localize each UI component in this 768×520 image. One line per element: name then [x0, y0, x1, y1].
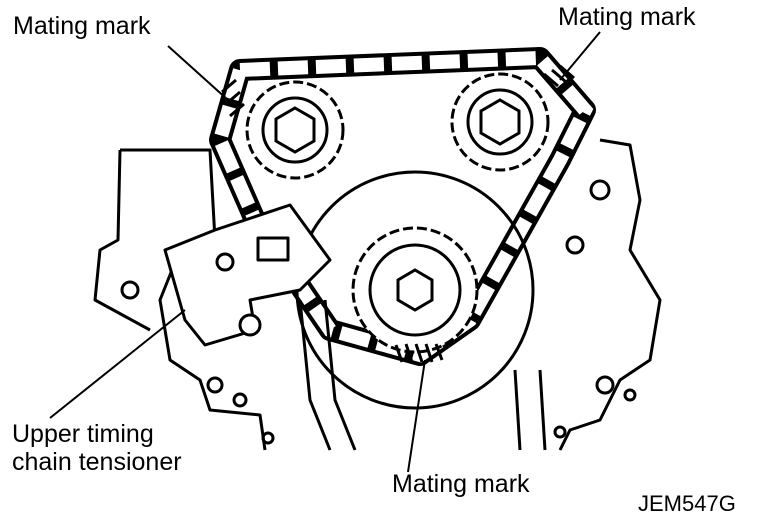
- mating-mark-idler: [394, 343, 444, 363]
- tensioner-pivot: [215, 252, 235, 272]
- tensioner-label: Upper timing chain tensioner: [12, 420, 182, 476]
- engine-block-outline: [120, 138, 662, 451]
- leader-line-bottom: [407, 359, 426, 473]
- block-bolt-hole: [232, 392, 248, 408]
- mating-mark-label-bottom: Mating mark: [392, 470, 530, 498]
- leader-line-tensioner: [49, 309, 186, 419]
- block-left-flange: [93, 149, 151, 332]
- block-bolt-hole: [589, 179, 611, 201]
- idler-bolt: [396, 268, 434, 312]
- leader-line-top-left: [167, 45, 229, 101]
- tensioner-label-line1: Upper timing: [12, 420, 154, 448]
- block-bolt-hole: [261, 431, 275, 445]
- lower-chain-left-strand: [298, 299, 357, 451]
- leader-line-top-right: [559, 31, 601, 81]
- block-bolt-hole: [623, 388, 637, 402]
- tensioner-slot: [256, 236, 290, 262]
- left-cam-bolt: [274, 106, 316, 154]
- figure-code: JEM547G: [638, 491, 736, 516]
- block-bolt-hole: [120, 280, 140, 300]
- tensioner-label-line2: chain tensioner: [12, 448, 182, 476]
- tensioner-bolt: [238, 313, 262, 337]
- block-bolt-hole: [553, 425, 567, 439]
- block-bolt-hole: [565, 235, 585, 255]
- lower-chain-right-strand: [513, 369, 547, 451]
- mating-mark-left-cam: [221, 78, 245, 118]
- block-bolt-hole: [206, 376, 224, 394]
- mating-mark-label-top-left: Mating mark: [13, 12, 151, 40]
- mating-mark-label-top-right: Mating mark: [558, 3, 696, 31]
- block-bolt-hole: [595, 375, 615, 395]
- right-cam-bolt: [479, 98, 521, 146]
